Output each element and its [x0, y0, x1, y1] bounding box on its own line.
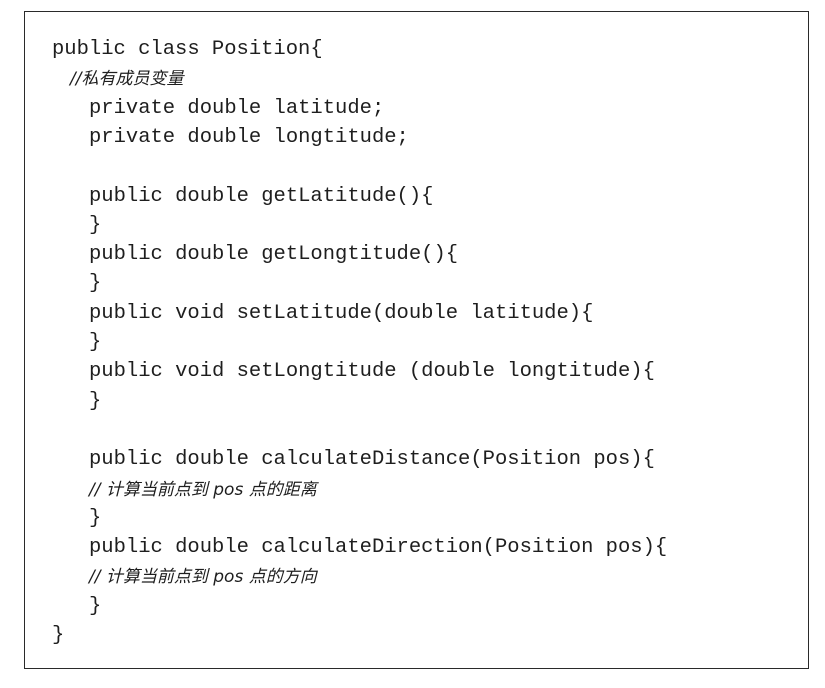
code-line: } — [89, 331, 102, 354]
code-line: } — [89, 213, 102, 237]
code-comment-line: // 计算当前点到 pos 点的方向 — [89, 567, 317, 588]
code-line: } — [52, 624, 65, 647]
code-comment-line: //私有成员变量 — [70, 69, 184, 90]
code-line: } — [89, 389, 102, 413]
code-line: public double getLatitude(){ — [89, 184, 434, 208]
code-line: public double calculateDistance(Position… — [89, 448, 655, 472]
code-listing-frame: public class Position{ //私有成员变量 private do… — [24, 11, 809, 669]
code-line: public double getLongtitude(){ — [89, 243, 459, 267]
code-comment-line: // 计算当前点到 pos 点的距离 — [89, 479, 317, 500]
code-line: public double calculateDirection(Positio… — [89, 536, 668, 560]
code-line: } — [89, 272, 102, 296]
code-line: public void setLongtitude (double longti… — [89, 360, 655, 384]
code-line: public void setLatitude(double latitude)… — [89, 301, 594, 325]
code-line: } — [89, 594, 102, 618]
code-line: } — [89, 506, 102, 530]
code-line: private double latitude; — [89, 96, 385, 120]
code-line: private double longtitude; — [89, 125, 409, 149]
code-line: public class Position{ — [52, 38, 323, 61]
